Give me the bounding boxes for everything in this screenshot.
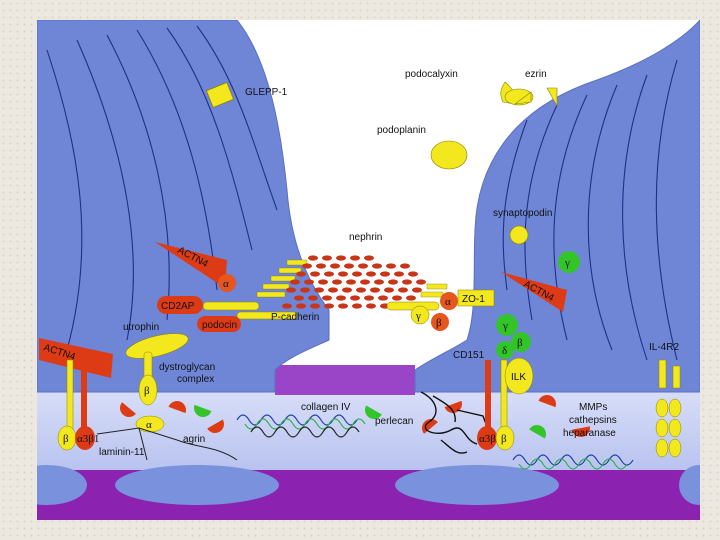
green-pacman [194,404,212,417]
il4r2-stalk-a [658,359,667,389]
endothelial-fenestra [395,465,559,505]
red-pacman [572,426,590,437]
actn4-left-shape [155,242,227,288]
podocin-label: podocin [202,320,237,331]
left-podocyte [37,20,330,393]
ezrin-shape [513,91,532,105]
delta-green [496,341,514,359]
ezrin-label: ezrin [525,69,547,80]
integrin-beta-stalk [66,359,74,433]
left-actin-fibres [46,25,278,351]
gamma-green-label: γ [502,320,508,332]
collagen-iv-helix [236,414,366,438]
heparanase-label: heparanase [563,428,616,439]
utrophin-shape [125,333,189,359]
cd151-stalk [485,360,491,432]
alpha-circle-left [218,274,236,292]
actn4-right-shape [501,272,567,312]
endothelial-fenestra [115,465,279,505]
mmp-shapes [120,395,590,439]
zo1-box [457,289,495,307]
beta-far-left: β [63,433,69,445]
gamma-circle [410,305,430,325]
mmps-label: MMPs [579,402,607,413]
cd2ap-label: CD2AP [161,301,195,312]
beta-right: β [436,317,442,329]
integrin-alpha-head [75,426,95,450]
podocyte-diagram: GLEPP-1 podocalyxin ezrin podoplanin syn… [37,20,700,520]
membrane-bar [202,301,260,311]
p-cadherin-label: P-cadherin [271,312,319,323]
synaptopodin-label: synaptopodin [493,208,553,219]
alpha-dystroglycan [135,415,165,433]
nephrin-label: nephrin [349,232,382,243]
gamma-green-top [558,251,580,273]
il4r2-ectodomains [655,398,682,458]
beta-dg-label: β [144,385,150,397]
cd2ap-box [157,296,203,314]
collagen-iv-helix-right [512,454,634,470]
integrin-alpha-head-right [477,426,497,450]
integrin-beta-head-right [495,425,515,451]
green-pacman [365,405,382,419]
beta-green-label: β [517,337,523,349]
beta-green [511,332,531,352]
laminin-chain [96,427,178,461]
gamma-green-top-label: γ [564,257,570,269]
laminin11-label: laminin-11 [99,447,145,458]
alpha-beta-far-left: α3β1 [77,433,99,445]
agrin-chain [176,439,238,461]
collagen-iv-label: collagen IV [301,402,351,413]
integrin-alpha-stalk [81,360,87,432]
beta-right-integrin: β [501,433,507,445]
membrane-bar [236,311,298,320]
diagram-canvas: GLEPP-1 podocalyxin ezrin podoplanin syn… [37,20,700,520]
beta-dystroglycan [138,374,158,406]
dystroglycan-label: dystroglycan [159,362,215,373]
endothelial-fenestra [679,465,700,505]
podoplanin-shape [430,140,468,170]
perlecan-label: perlecan [375,416,413,427]
red-pacman [207,419,224,433]
alpha-beta-right: α3β1 [479,433,501,445]
slit-gap [275,365,415,395]
zo1-label: ZO-1 [462,294,485,305]
alpha-dg-label: α [146,419,152,431]
green-pacman [529,425,546,439]
utrophin-label: utrophin [123,322,159,333]
agrin-label: agrin [183,434,205,445]
beta-circle-right [431,313,449,331]
ilk-label: ILK [511,372,526,383]
podoplanin-label: podoplanin [377,125,426,136]
podocin-box [197,316,241,332]
il4r2-label: IL-4R2 [649,342,679,353]
delta-green-label: δ [502,345,507,357]
complex-label: complex [177,374,214,385]
alpha-left: α [223,278,229,290]
ilk-shape [504,357,534,395]
cathepsins-label: cathepsins [569,415,617,426]
glepp1-shape [205,82,235,108]
alpha-circle-right [440,292,458,310]
alpha-right: α [445,296,451,308]
podocalyxin-label: podocalyxin [405,69,458,80]
right-membrane-bar [386,301,440,311]
actn4-far-left-shape [39,338,113,378]
gamma-right: γ [415,310,421,322]
red-pacman [538,395,556,408]
cd151-label: CD151 [453,350,485,361]
endothelial-fenestra [37,465,87,505]
gamma-green [496,314,518,336]
synaptopodin-shape [509,225,529,245]
glepp1-label: GLEPP-1 [245,87,288,98]
red-pacman [168,401,186,414]
red-pacman [120,402,136,417]
il4r2-stalk-b [672,365,681,389]
ezrin-marker [546,87,558,108]
